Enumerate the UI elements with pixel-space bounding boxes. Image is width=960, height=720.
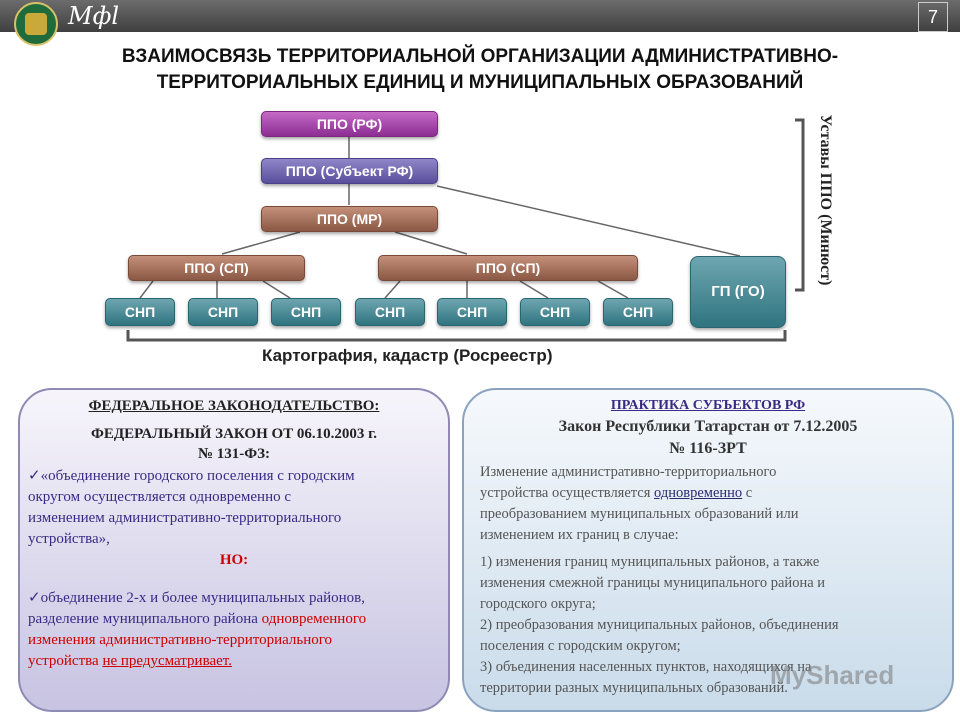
line-sp-snp1 [139,280,154,299]
bottom-label: Картография, кадастр (Росреестр) [262,346,553,365]
left-exception: ✓объединение 2-х и более муниципальных р… [28,588,452,672]
line-sp-snp3 [262,280,291,299]
line-sp-snp4 [384,280,401,299]
emblem-logo [14,2,58,46]
bottom-bracket [126,330,787,342]
line-mr-sp-right [394,231,468,255]
intro-line-4: изменением их границ в случае: [480,527,679,543]
node-snp-6: СНП [520,298,590,326]
title-line-1: ВЗАИМОСВЯЗЬ ТЕРРИТОРИАЛЬНОЙ ОРГАНИЗАЦИИ … [121,46,839,67]
right-list: 1) изменения границ муниципальных районо… [480,552,948,699]
exception-line-2b: одновременного [261,611,367,627]
node-gp-go: ГП (ГО) [690,256,786,328]
line-subject-gp [436,185,741,257]
node-snp-4: СНП [355,298,425,326]
right-panel-heading: ПРАКТИКА СУБЪЕКТОВ РФ [610,398,806,413]
node-snp-5: СНП [437,298,507,326]
side-label-text: Уставы ППО (Минюст) [817,114,834,286]
line-mr-sp-left [221,231,301,255]
but-label: НО: [219,552,249,568]
intro-line-2c: с [742,485,753,501]
node-snp-3: СНП [271,298,341,326]
federal-law-panel: ФЕДЕРАЛЬНОЕ ЗАКОНОДАТЕЛЬСТВО: ФЕДЕРАЛЬНЫ… [18,388,450,712]
node-snp-2: СНП [188,298,258,326]
node-ppo-rf: ППО (РФ) [261,111,438,137]
node-ppo-subject: ППО (Субъект РФ) [261,158,438,184]
item1-line-2: изменения смежной границы муниципального… [480,575,826,591]
intro-line-3: преобразованием муниципальных образовани… [480,506,799,522]
exception-line-2a: разделение муниципального района [28,611,262,627]
intro-line-2b: одновременно [654,485,743,501]
brand-text: Мфl [68,2,120,30]
exception-line-3: изменения административно-территориально… [28,632,333,648]
item2-line-2: поселения с городским округом; [480,638,681,654]
line-sp-snp7 [597,280,629,299]
left-quote: ✓«объединение городского поселения с гор… [28,466,448,550]
right-law-line-1: Закон Республики Татарстан от 7.12.2005 [558,418,858,435]
exception-line-4b: не предусматривает. [102,653,232,669]
watermark: MyShared [770,660,895,690]
right-intro: Изменение административно-территориально… [480,462,948,546]
item1-line-1: 1) изменения границ муниципальных районо… [480,554,820,570]
item2-line-1: 2) преобразования муниципальных районов,… [480,617,839,633]
node-snp-7: СНП [603,298,673,326]
side-label: Уставы ППО (Минюст) [805,100,845,300]
node-snp-1: СНП [105,298,175,326]
item3-line-2: территории разных муниципальных образова… [480,680,788,696]
line-sp-snp6 [519,280,549,299]
slide-title: ВЗАИМОСВЯЗЬ ТЕРРИТОРИАЛЬНОЙ ОРГАНИЗАЦИИ … [20,44,940,96]
node-ppo-mr: ППО (МР) [261,206,438,232]
left-law-line-1: ФЕДЕРАЛЬНЫЙ ЗАКОН ОТ 06.10.2003 г. [90,426,378,442]
right-law-line-2: № 116-ЗРТ [669,440,747,457]
item3-line-1: 3) объединения населенных пунктов, наход… [480,659,812,675]
page-number: 7 [918,2,948,32]
left-panel-heading: ФЕДЕРАЛЬНОЕ ЗАКОНОДАТЕЛЬСТВО: [88,398,380,414]
exception-line-4a: устройства [28,653,103,669]
item1-line-3: городского округа; [480,596,596,612]
check-icon: ✓ [28,590,41,606]
top-bar [0,0,960,32]
quote-line-3: изменением административно-территориальн… [28,510,342,526]
intro-line-1: Изменение административно-территориально… [480,464,777,480]
regional-practice-panel: ПРАКТИКА СУБЪЕКТОВ РФ Закон Республики Т… [462,388,954,712]
node-ppo-sp-right: ППО (СП) [378,255,638,281]
intro-line-2a: устройства осуществляется [480,485,655,501]
check-icon: ✓ [28,468,41,484]
node-ppo-sp-left: ППО (СП) [128,255,305,281]
side-bracket [795,118,805,292]
title-line-2: ТЕРРИТОРИАЛЬНЫХ ЕДИНИЦ И МУНИЦИПАЛЬНЫХ О… [156,72,804,93]
emblem-shield-icon [25,13,47,35]
exception-line-1: объединение 2-х и более муниципальных ра… [40,590,366,606]
quote-line-2: округом осуществляется одновременно с [28,489,292,505]
quote-line-4: устройства», [28,531,110,547]
quote-line-1: «объединение городского поселения с горо… [40,468,355,484]
left-law-line-2: № 131-ФЗ: [197,446,271,462]
